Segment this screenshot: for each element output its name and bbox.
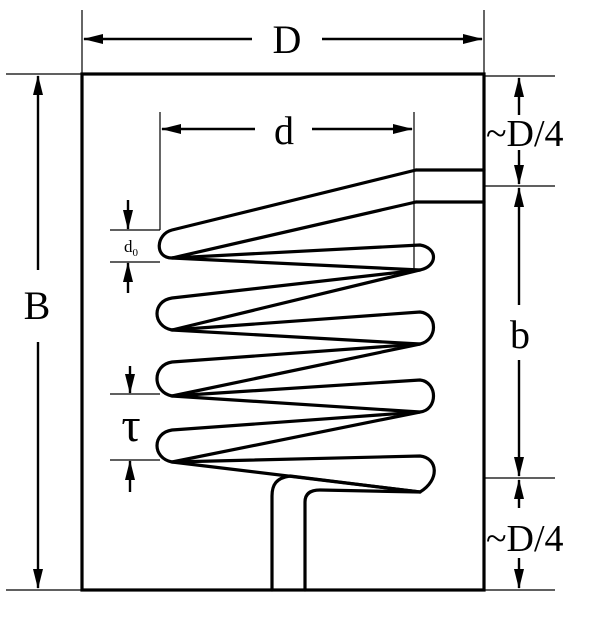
clearance-top-label: ~D/4 bbox=[486, 113, 564, 155]
pitch-label: τ bbox=[121, 399, 140, 452]
height-label: B bbox=[24, 283, 51, 328]
coil-diameter-label: d bbox=[274, 108, 294, 153]
outer-diameter-label: D bbox=[273, 17, 302, 62]
vessel-outline bbox=[80, 72, 486, 592]
coil-height-label: b bbox=[510, 312, 530, 357]
dimension-arrows bbox=[33, 34, 524, 589]
helical-coil bbox=[155, 168, 486, 592]
tube-diameter-label: d0 bbox=[124, 237, 139, 259]
clearance-bottom-label: ~D/4 bbox=[486, 518, 564, 560]
extension-lines bbox=[6, 10, 555, 591]
